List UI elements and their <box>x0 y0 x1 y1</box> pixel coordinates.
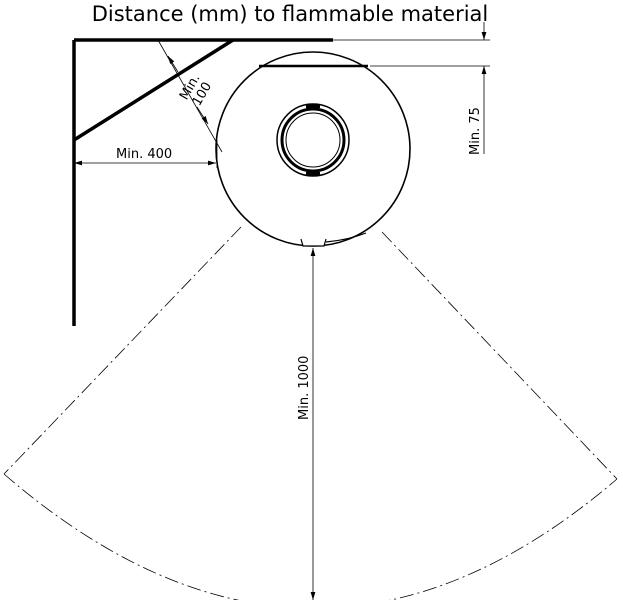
clearance-boundary-left <box>3 226 242 475</box>
diagram-title: Distance (mm) to flammable material <box>91 2 489 26</box>
flue-inner-ring <box>280 107 346 173</box>
dimension-corner: Min. 100 <box>157 39 223 153</box>
flue-opening <box>285 112 341 168</box>
corner-arrow-bottom <box>196 106 209 125</box>
stove <box>215 51 411 247</box>
clearance-arc <box>3 473 618 600</box>
stove-door-edge <box>325 232 367 243</box>
side-dimension-label: Min. 400 <box>116 147 172 162</box>
wall-lines <box>72 38 333 326</box>
corner-arrow-top <box>167 55 179 73</box>
top-dimension-label: Min. 75 <box>468 107 483 155</box>
dimension-front: Min. 1000 <box>297 248 316 600</box>
front-clearance-arc <box>3 226 618 600</box>
corner-wall <box>73 38 234 142</box>
stove-door-handle <box>300 238 327 247</box>
dimension-top: Min. 75 <box>333 22 490 155</box>
dimension-side: Min. 400 <box>74 140 218 168</box>
flue-bottom-tab <box>306 172 320 176</box>
front-dimension-label: Min. 1000 <box>297 356 312 420</box>
clearance-boundary-right <box>381 231 618 480</box>
flue-top-tab <box>306 104 320 108</box>
